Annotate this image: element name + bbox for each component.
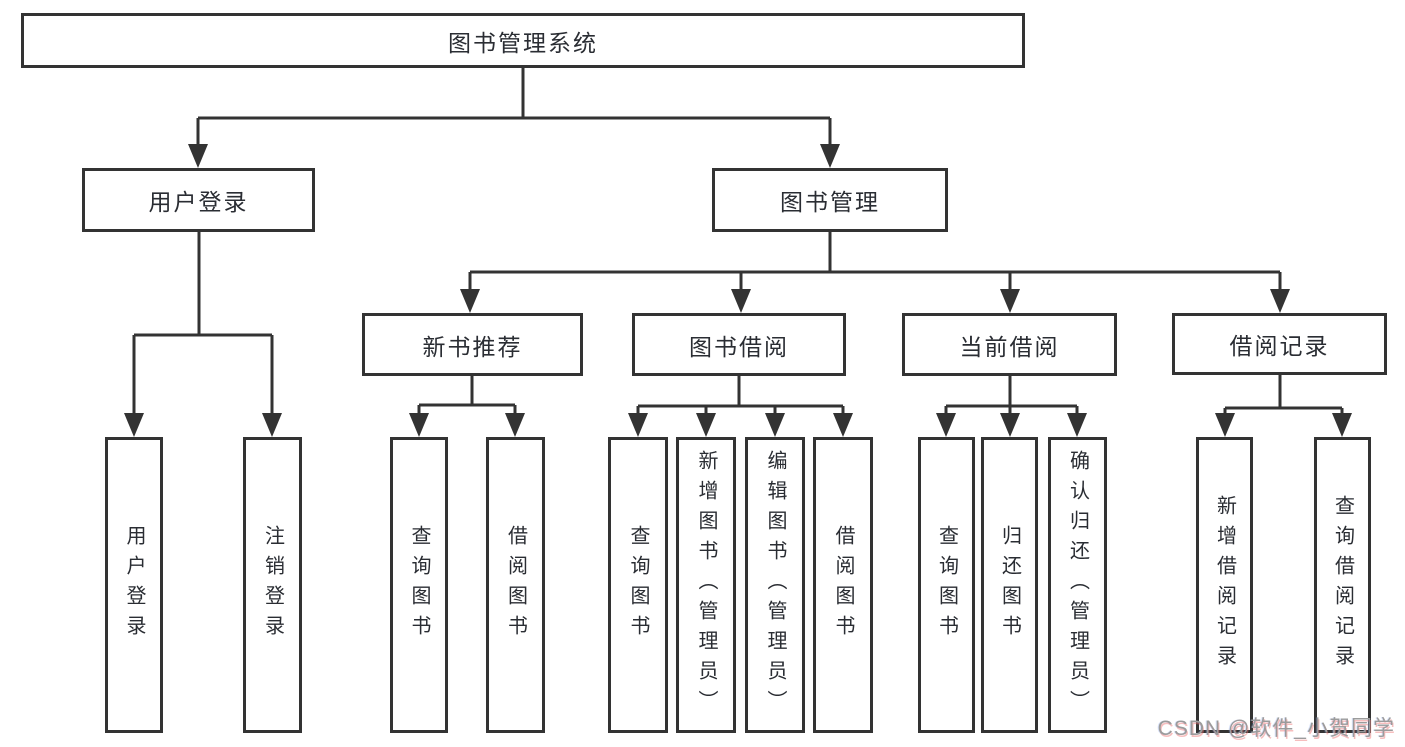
leaf-add-books-admin: 新增图书（管理员） xyxy=(676,437,736,733)
leaf-label: 编辑图书（管理员） xyxy=(764,450,786,720)
arrowhead-icon xyxy=(820,144,840,168)
leaf-return-books: 归还图书 xyxy=(981,437,1038,733)
leaf-label: 归还图书 xyxy=(998,525,1021,645)
node-user-login: 用户登录 xyxy=(82,168,315,232)
connector-root-to-level2 xyxy=(196,68,832,146)
leaf-label: 借阅图书 xyxy=(504,525,527,645)
leaf-query-books-current: 查询图书 xyxy=(918,437,975,733)
connector-bookmgmt-to-level3 xyxy=(468,232,1282,291)
csdn-watermark: CSDN @软件_小贺同学 xyxy=(1157,717,1395,740)
arrowhead-icon xyxy=(833,413,853,437)
leaf-add-borrow-record: 新增借阅记录 xyxy=(1196,437,1253,733)
leaf-label: 查询图书 xyxy=(627,525,649,645)
arrowhead-icon xyxy=(1270,289,1290,313)
leaf-borrow-books-recommend: 借阅图书 xyxy=(486,437,545,733)
node-borrow-records: 借阅记录 xyxy=(1172,313,1387,375)
leaf-label: 确认归还（管理员） xyxy=(1066,450,1089,720)
connector-bookborrow-branch xyxy=(636,376,845,415)
connector-userlogin-branch xyxy=(132,232,274,415)
arrowhead-icon xyxy=(505,413,525,437)
arrowhead-icon xyxy=(1000,413,1020,437)
leaf-query-books-recommend: 查询图书 xyxy=(390,437,448,733)
arrowhead-icon xyxy=(188,144,208,168)
leaf-label: 新增图书（管理员） xyxy=(695,450,717,720)
arrowhead-icon xyxy=(936,413,956,437)
arrowhead-icon xyxy=(628,413,648,437)
arrowhead-icon xyxy=(1000,289,1020,313)
connector-records-branch xyxy=(1223,375,1344,415)
leaf-label: 借阅图书 xyxy=(832,525,854,645)
leaf-label: 查询图书 xyxy=(935,525,958,645)
connector-currentborrow-branch xyxy=(944,376,1079,415)
node-new-book-recommend: 新书推荐 xyxy=(362,313,583,376)
arrowhead-icon xyxy=(731,289,751,313)
arrowhead-icon xyxy=(460,289,480,313)
connector-paths xyxy=(132,68,1344,415)
arrowhead-icon xyxy=(409,413,429,437)
leaf-query-books-borrow: 查询图书 xyxy=(608,437,668,733)
arrowhead-icon xyxy=(1332,413,1352,437)
leaf-label: 用户登录 xyxy=(123,525,145,645)
node-book-management: 图书管理 xyxy=(712,168,948,232)
connector-arrowheads xyxy=(124,144,1352,437)
node-book-borrow: 图书借阅 xyxy=(632,313,846,376)
leaf-borrow-books: 借阅图书 xyxy=(813,437,873,733)
leaf-label: 注销登录 xyxy=(261,525,284,645)
arrowhead-icon xyxy=(1215,413,1235,437)
leaf-query-borrow-record: 查询借阅记录 xyxy=(1314,437,1371,733)
leaf-label: 查询图书 xyxy=(408,525,430,645)
node-library-management-system: 图书管理系统 xyxy=(21,13,1025,68)
leaf-label: 新增借阅记录 xyxy=(1213,495,1236,675)
arrowhead-icon xyxy=(262,413,282,437)
node-current-borrow: 当前借阅 xyxy=(902,313,1117,376)
leaf-edit-books-admin: 编辑图书（管理员） xyxy=(745,437,805,733)
arrowhead-icon xyxy=(765,413,785,437)
arrowhead-icon xyxy=(124,413,144,437)
arrowhead-icon xyxy=(1067,413,1087,437)
leaf-logout: 注销登录 xyxy=(243,437,302,733)
leaf-label: 查询借阅记录 xyxy=(1331,495,1354,675)
leaf-user-login: 用户登录 xyxy=(105,437,163,733)
arrowhead-icon xyxy=(696,413,716,437)
connector-newbook-branch xyxy=(417,376,517,415)
leaf-confirm-return-admin: 确认归还（管理员） xyxy=(1048,437,1107,733)
